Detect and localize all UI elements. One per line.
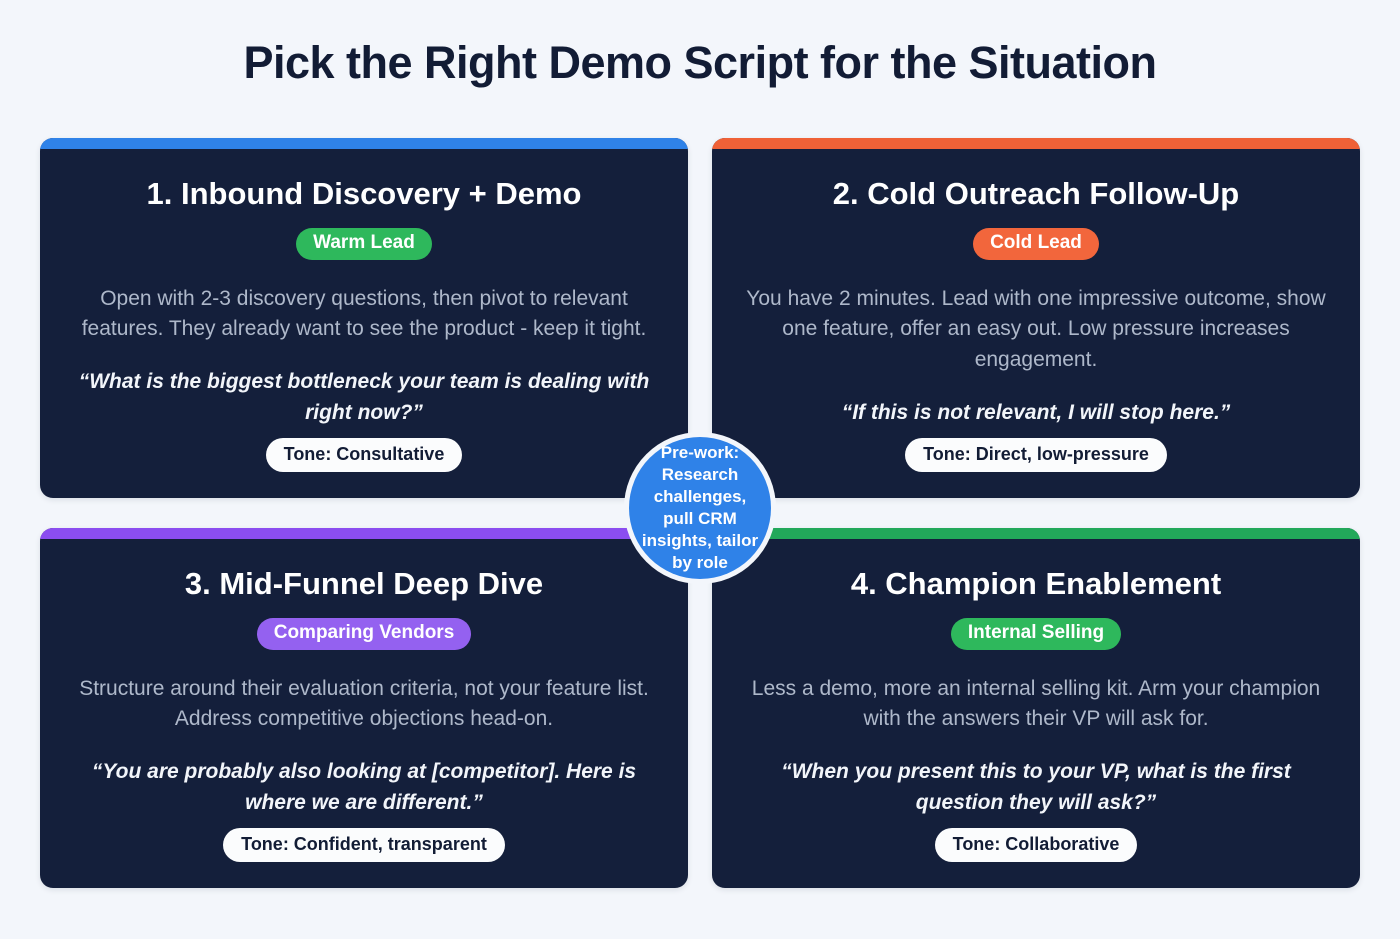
script-card-3: 3. Mid-Funnel Deep Dive Comparing Vendor… [40, 528, 688, 888]
card-description: Open with 2-3 discovery questions, then … [81, 286, 647, 341]
tone-pill: Tone: Direct, low-pressure [905, 438, 1167, 472]
tone-pill: Tone: Consultative [265, 438, 463, 472]
card-description: Structure around their evaluation criter… [79, 676, 649, 731]
card-accent-bar [40, 138, 688, 149]
card-sample-quote: “When you present this to your VP, what … [781, 760, 1291, 814]
script-card-grid: 1. Inbound Discovery + Demo Warm Lead Op… [40, 138, 1360, 893]
script-card-4: 4. Champion Enablement Internal Selling … [712, 528, 1360, 888]
card-sample-quote: “If this is not relevant, I will stop he… [841, 401, 1231, 425]
pre-work-hub: Pre-work: Research challenges, pull CRM … [629, 437, 771, 579]
card-title: 3. Mid-Funnel Deep Dive [184, 566, 544, 601]
card-sample-quote: “What is the biggest bottleneck your tea… [78, 370, 650, 424]
card-accent-bar [712, 528, 1360, 539]
lead-stage-badge: Internal Selling [950, 617, 1122, 650]
card-description: Less a demo, more an internal selling ki… [751, 676, 1321, 731]
tone-pill: Tone: Collaborative [934, 828, 1138, 862]
card-description: You have 2 minutes. Lead with one impres… [746, 286, 1326, 372]
script-card-2: 2. Cold Outreach Follow-Up Cold Lead You… [712, 138, 1360, 498]
script-card-1: 1. Inbound Discovery + Demo Warm Lead Op… [40, 138, 688, 498]
page-title: Pick the Right Demo Script for the Situa… [243, 37, 1157, 88]
lead-stage-badge: Warm Lead [296, 227, 432, 260]
card-sample-quote: “You are probably also looking at [compe… [91, 760, 637, 814]
card-title: 2. Cold Outreach Follow-Up [832, 176, 1240, 211]
tone-pill: Tone: Confident, transparent [223, 828, 505, 862]
lead-stage-badge: Cold Lead [973, 227, 1099, 260]
card-title: 1. Inbound Discovery + Demo [146, 176, 582, 211]
card-accent-bar [40, 528, 688, 539]
card-title: 4. Champion Enablement [850, 566, 1222, 601]
card-accent-bar [712, 138, 1360, 149]
lead-stage-badge: Comparing Vendors [256, 617, 472, 650]
